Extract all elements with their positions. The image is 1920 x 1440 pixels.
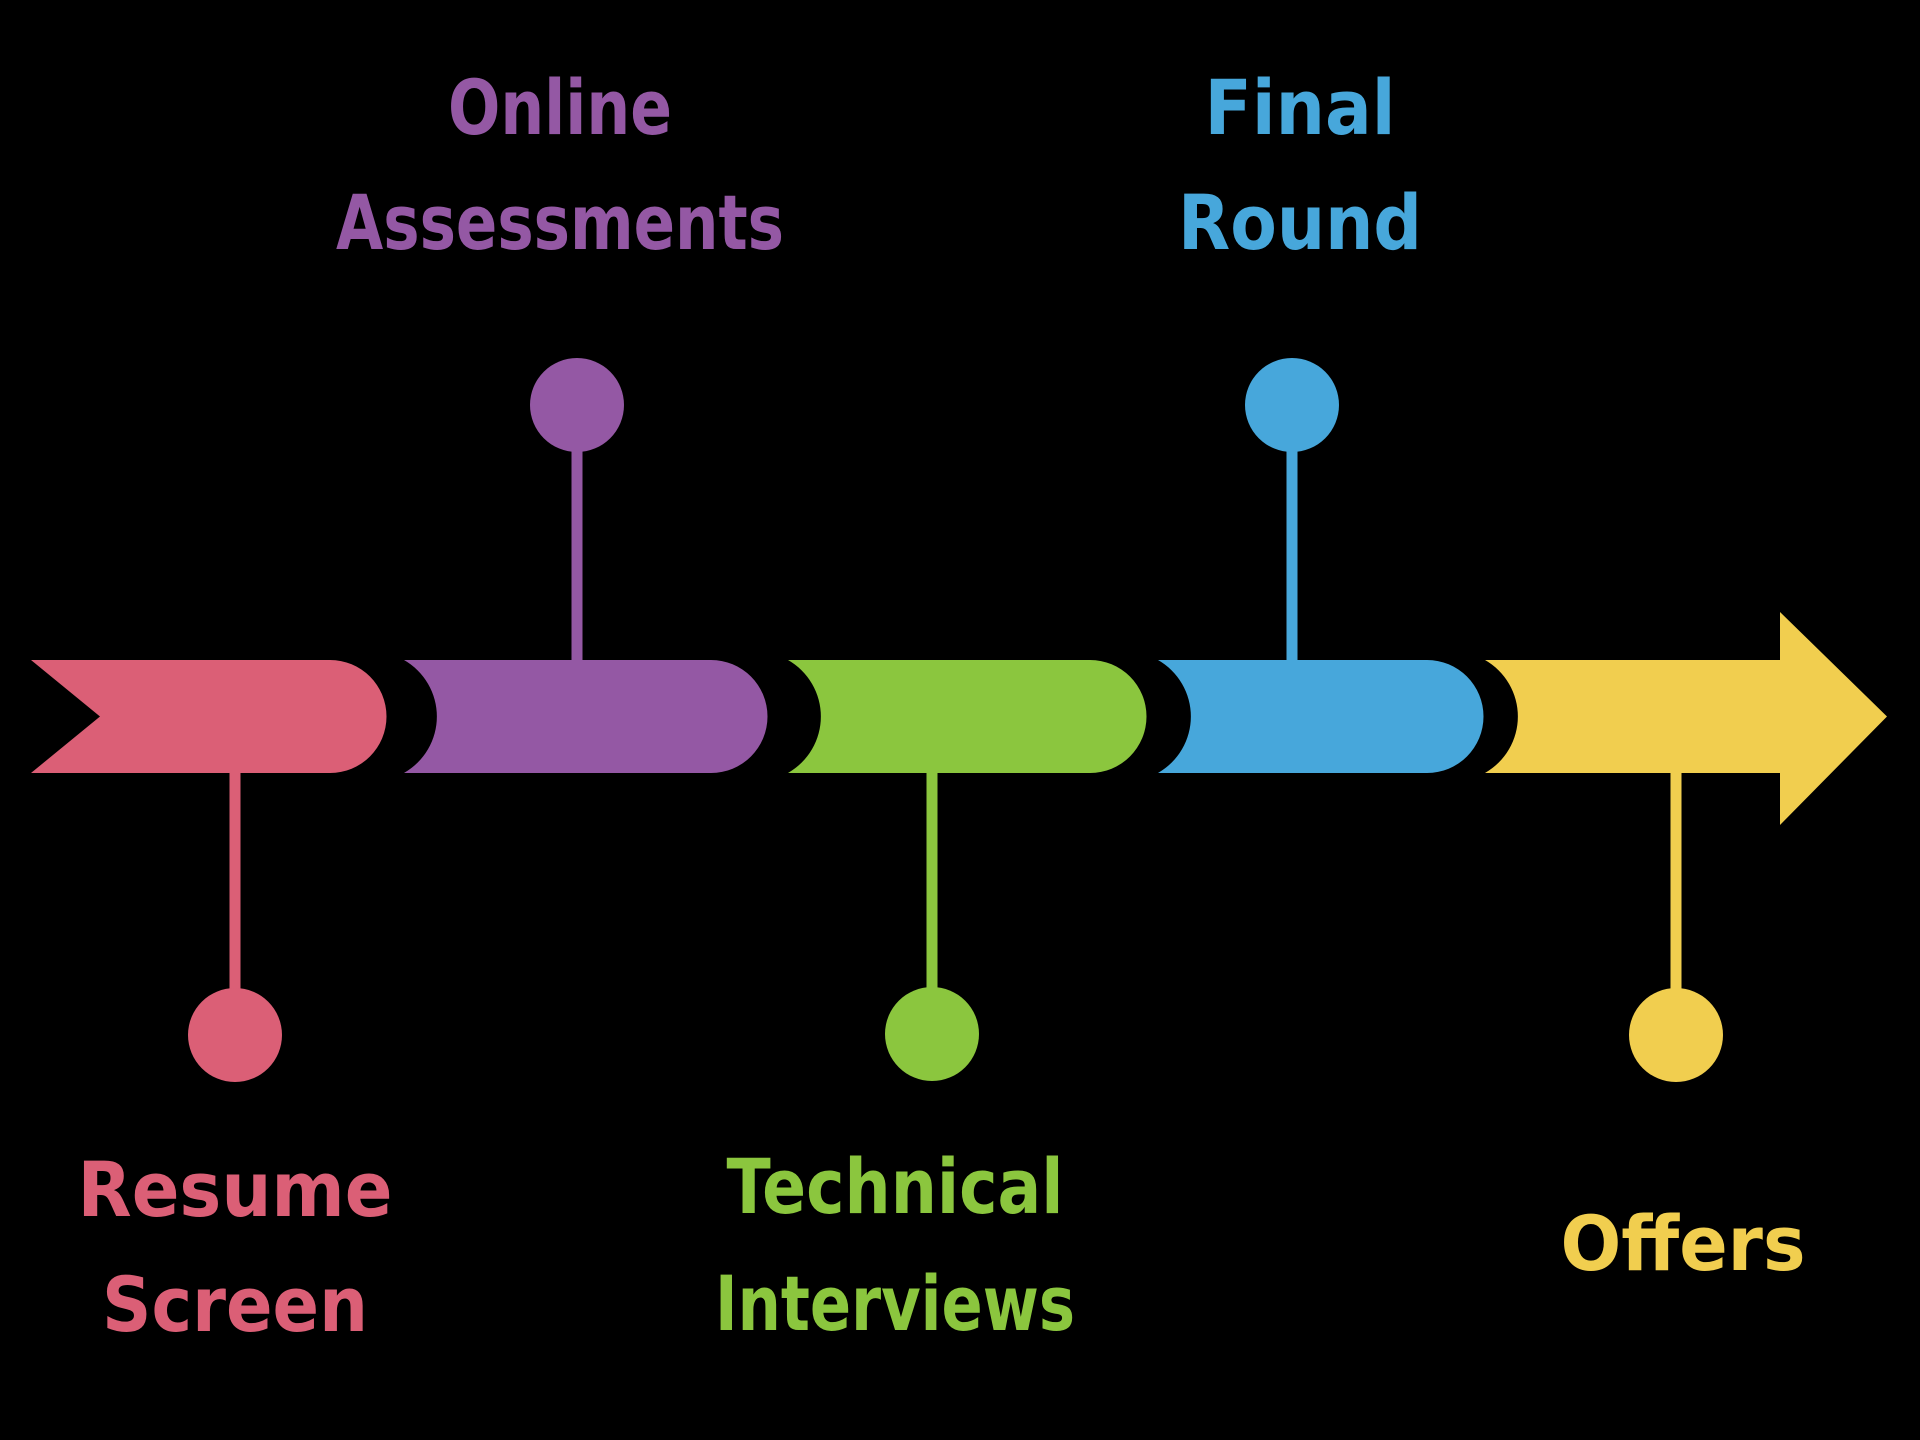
label-offers-line1: Offers bbox=[1561, 1199, 1806, 1288]
label-resume-screen-line2: Screen bbox=[102, 1260, 368, 1349]
label-final-round-line2: Round bbox=[1178, 178, 1422, 267]
label-technical-interviews-line1: Technical bbox=[727, 1142, 1064, 1231]
stage-technical-interviews: Technical Interviews bbox=[715, 660, 1147, 1348]
stage-resume-screen: Resume Screen bbox=[31, 660, 393, 1349]
connector-dot-online-assessments bbox=[530, 358, 624, 452]
label-online-assessments-line2: Assessments bbox=[336, 178, 784, 267]
stage-final-round: Final Round bbox=[1158, 63, 1484, 773]
label-technical-interviews-line2: Interviews bbox=[715, 1259, 1075, 1348]
connector-dot-final-round bbox=[1245, 358, 1339, 452]
stage-offers: Offers bbox=[1485, 612, 1887, 1288]
timeline-segment-technical-interviews bbox=[788, 660, 1147, 773]
label-online-assessments-line1: Online bbox=[448, 63, 672, 152]
timeline-segment-online-assessments bbox=[404, 660, 768, 773]
label-final-round-line1: Final bbox=[1205, 63, 1396, 152]
connector-dot-technical-interviews bbox=[885, 987, 979, 1081]
label-resume-screen-line1: Resume bbox=[78, 1145, 393, 1234]
timeline-segment-offers-with-arrowhead-icon bbox=[1485, 612, 1887, 825]
timeline-segment-resume-screen bbox=[31, 660, 387, 773]
connector-dot-offers bbox=[1629, 988, 1723, 1082]
stage-online-assessments: Online Assessments bbox=[336, 63, 784, 773]
timeline-segment-final-round bbox=[1158, 660, 1484, 773]
connector-dot-resume-screen bbox=[188, 988, 282, 1082]
